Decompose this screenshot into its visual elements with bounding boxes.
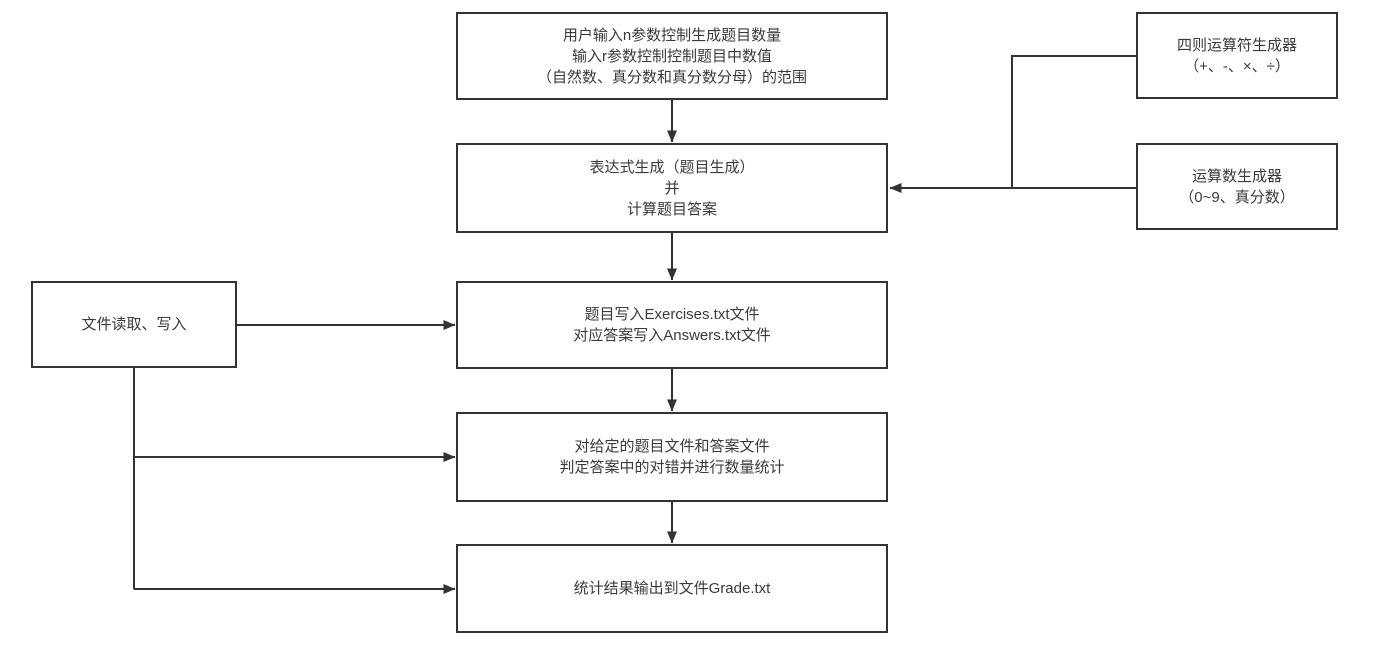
box-text-line: 判定答案中的对错并进行数量统计 (559, 459, 785, 476)
connector-operator-generator (1011, 55, 1136, 188)
box-text-line: 四则运算符生成器 (1176, 36, 1297, 54)
box-text-line: 输入r参数控制控制题目中数值 (572, 47, 772, 65)
box-text-line: 统计结果输出到文件Grade.txt (573, 580, 771, 597)
box-text-line: 用户输入n参数控制生成题目数量 (562, 26, 782, 44)
box-write-files: 题目写入Exercises.txt文件 对应答案写入Answers.txt文件 (456, 281, 888, 369)
box-text-line: 并 (664, 179, 680, 197)
box-text-line: 文件读取、写入 (81, 316, 187, 333)
box-operand-generator: 运算数生成器 （0~9、真分数） (1136, 143, 1338, 230)
box-expression-generation: 表达式生成（题目生成） 并 计算题目答案 (456, 143, 888, 233)
box-operator-generator: 四则运算符生成器 （+、-、×、÷） (1136, 12, 1338, 99)
box-file-io: 文件读取、写入 (31, 281, 237, 368)
box-text-line: （0~9、真分数） (1179, 188, 1295, 206)
box-text-line: 题目写入Exercises.txt文件 (584, 306, 760, 323)
box-text-line: （+、-、×、÷） (1184, 57, 1290, 75)
box-text-line: 对应答案写入Answers.txt文件 (573, 327, 771, 344)
box-text-line: 计算题目答案 (626, 200, 717, 218)
box-text-line: （自然数、真分数和真分数分母）的范围 (536, 68, 807, 86)
box-judge-answers: 对给定的题目文件和答案文件 判定答案中的对错并进行数量统计 (456, 412, 888, 502)
box-text-line: 表达式生成（题目生成） (589, 158, 755, 176)
box-input-params: 用户输入n参数控制生成题目数量 输入r参数控制控制题目中数值 （自然数、真分数和… (456, 12, 888, 100)
box-text-line: 对给定的题目文件和答案文件 (574, 438, 770, 455)
box-grade-output: 统计结果输出到文件Grade.txt (456, 544, 888, 633)
box-text-line: 运算数生成器 (1191, 167, 1282, 185)
